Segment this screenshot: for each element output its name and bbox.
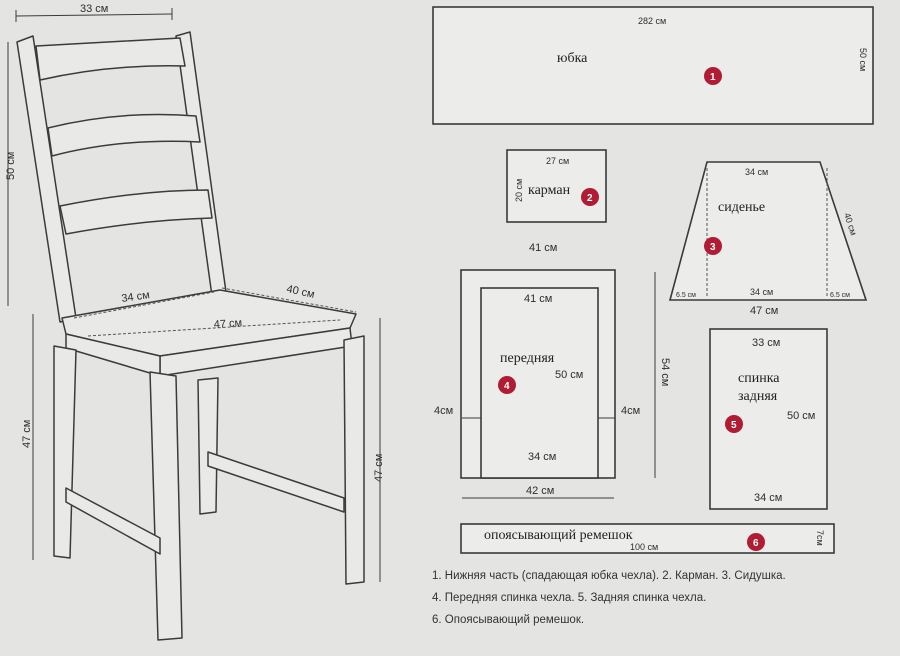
chair-leg-height-right-label: 47 см	[373, 454, 385, 482]
strap-number: 6	[753, 538, 759, 549]
front-number-marker	[498, 376, 516, 394]
chair-leg-front-right	[343, 335, 365, 585]
back-bottom-label: 34 см	[754, 492, 782, 504]
chair-stretcher-left	[65, 487, 161, 555]
seat-side-label: 40 см	[842, 212, 859, 237]
seat-left-offset-label: 6.5 см	[676, 292, 696, 299]
seat-name-label: сиденье	[718, 200, 765, 215]
front-height-label: 54 см	[659, 358, 671, 386]
skirt-height-label: 50 см	[858, 48, 868, 71]
chair-slat-top	[35, 37, 186, 81]
front-bottom-label: 42 см	[526, 485, 554, 497]
skirt-name-label: юбка	[557, 51, 588, 66]
seat-right-offset-label: 6.5 см	[830, 292, 850, 299]
legend-line-2: 4. Передняя спинка чехла. 5. Задняя спин…	[432, 592, 707, 604]
chair-drawing	[7, 8, 381, 641]
back-number-marker	[725, 415, 743, 433]
strap-piece	[460, 523, 835, 554]
pocket-number-marker	[581, 188, 599, 206]
legend-line-3: 6. Опоясывающий ремешок.	[432, 614, 585, 626]
skirt-piece	[432, 6, 874, 125]
chair-slat-middle	[47, 113, 201, 157]
chair-seat-width-label: 47 см	[213, 317, 242, 331]
front-right-flap-label: 4см	[621, 405, 640, 417]
chair-slat-lower	[59, 189, 213, 235]
pocket-height-label: 20 см	[514, 179, 524, 202]
front-height-inner-label: 50 см	[555, 369, 583, 381]
front-top-outer-label: 41 см	[529, 242, 557, 254]
skirt-width-label: 282 см	[638, 16, 666, 26]
back-number: 5	[731, 420, 737, 431]
pocket-width-label: 27 см	[546, 156, 569, 166]
seat-top-label: 34 см	[745, 167, 768, 177]
chair-seat-depth-left-label: 34 см	[121, 289, 151, 305]
chair-leg-front-left	[149, 371, 183, 641]
seat-number: 3	[710, 242, 716, 253]
back-top-label: 33 см	[752, 337, 780, 349]
front-number: 4	[504, 381, 510, 392]
seat-bottom-inner-label: 34 см	[750, 287, 773, 297]
back-name-line2: задняя	[738, 389, 778, 404]
strap-number-marker	[747, 533, 765, 551]
chair-leg-back-right	[197, 377, 219, 515]
seat-bottom-total-label: 47 см	[750, 305, 778, 317]
chair-stretcher-right	[207, 451, 345, 513]
chair-leg-height-left-label: 47 см	[21, 420, 33, 448]
seat-number-marker	[704, 237, 722, 255]
back-name-line1: спинка	[738, 371, 780, 386]
legend-line-1: 1. Нижняя часть (спадающая юбка чехла). …	[432, 570, 786, 582]
strap-length-label: 100 см	[630, 542, 658, 552]
front-bottom-inner-label: 34 см	[528, 451, 556, 463]
pocket-piece	[506, 149, 607, 223]
strap-width-label: 7см	[815, 530, 825, 546]
front-left-flap-label: 4см	[434, 405, 453, 417]
chair-back-height-label: 50 см	[5, 152, 17, 180]
pocket-number: 2	[587, 193, 593, 204]
skirt-number: 1	[710, 72, 716, 83]
chair-leg-back-left	[53, 345, 77, 559]
skirt-number-marker	[704, 67, 722, 85]
pocket-name-label: карман	[528, 183, 571, 198]
front-name-label: передняя	[500, 351, 555, 366]
back-height-label: 50 см	[787, 410, 815, 422]
chair-back-right-post	[175, 31, 227, 297]
strap-name-label: опоясывающий ремешок	[484, 528, 633, 543]
seat-piece	[668, 161, 868, 301]
front-top-inner-label: 41 см	[524, 293, 552, 305]
chair-seat-depth-right-label: 40 см	[285, 283, 315, 301]
chair-top-width-label: 33 см	[80, 3, 108, 15]
